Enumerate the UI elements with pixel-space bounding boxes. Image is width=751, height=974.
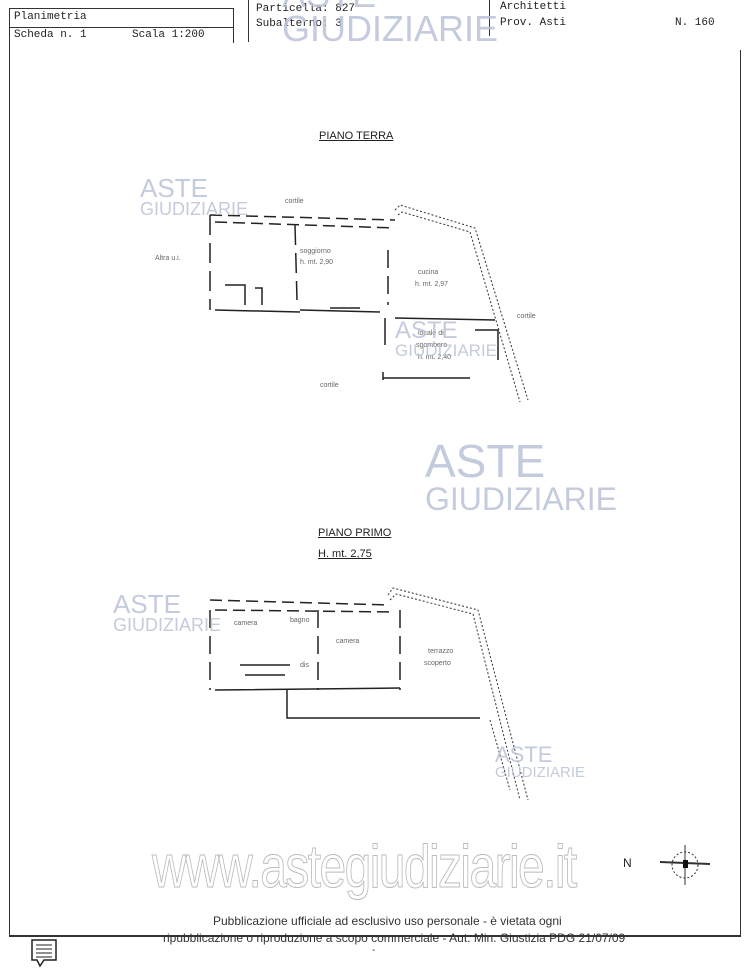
title-box	[9, 8, 234, 43]
divider	[9, 27, 233, 28]
room-label: sgombero	[416, 342, 448, 349]
room-label: camera	[336, 638, 360, 645]
first-floor-height: H. mt. 2,75	[318, 548, 372, 560]
professional: Architetti	[500, 1, 567, 13]
room-label: soggiorno	[300, 248, 331, 255]
room-label: scoperto	[424, 660, 451, 667]
first-floor-title: PIANO PRIMO	[318, 527, 392, 539]
subalterno: Subalterno: 3	[256, 18, 342, 30]
room-label: cortile	[517, 313, 536, 320]
comment-icon[interactable]	[30, 938, 58, 968]
footer-dash: -	[372, 945, 376, 956]
divider	[248, 0, 249, 42]
frame-right	[740, 50, 741, 936]
divider	[489, 0, 490, 36]
scale: Scala 1:200	[132, 29, 205, 41]
document-number: N. 160	[675, 17, 715, 29]
room-label: cortile	[320, 382, 339, 389]
room-label: camera	[234, 620, 258, 627]
room-label: dis	[300, 662, 309, 669]
room-label: h. mt. 2,97	[415, 281, 449, 288]
room-label: h. mt. 2,40	[418, 354, 452, 361]
footer-line-1: Pubblicazione ufficiale ad esclusivo uso…	[213, 914, 562, 928]
sheet-number: Scheda n. 1	[14, 29, 87, 41]
room-label: bagno	[290, 617, 310, 624]
ground-floor-title: PIANO TERRA	[319, 130, 394, 142]
room-label: h. mt. 2,90	[300, 259, 334, 266]
footer-line-2: ripubblicazione o riproduzione a scopo c…	[163, 931, 626, 945]
particella: Particella: 827	[256, 3, 356, 15]
room-label: locale di	[418, 330, 444, 337]
province: Prov. Asti	[500, 17, 567, 29]
doc-type: Planimetria	[14, 11, 87, 23]
room-label: cortile	[285, 198, 304, 205]
frame-bottom	[9, 935, 741, 937]
north-label: N	[623, 856, 632, 870]
frame-left	[9, 42, 10, 936]
room-label: terrazzo	[428, 648, 454, 655]
room-label: cucina	[418, 269, 439, 276]
watermark-url: www.astegiudiziarie.it	[152, 833, 578, 901]
compass-icon	[659, 845, 711, 885]
room-label: Altra u.i.	[155, 255, 181, 262]
